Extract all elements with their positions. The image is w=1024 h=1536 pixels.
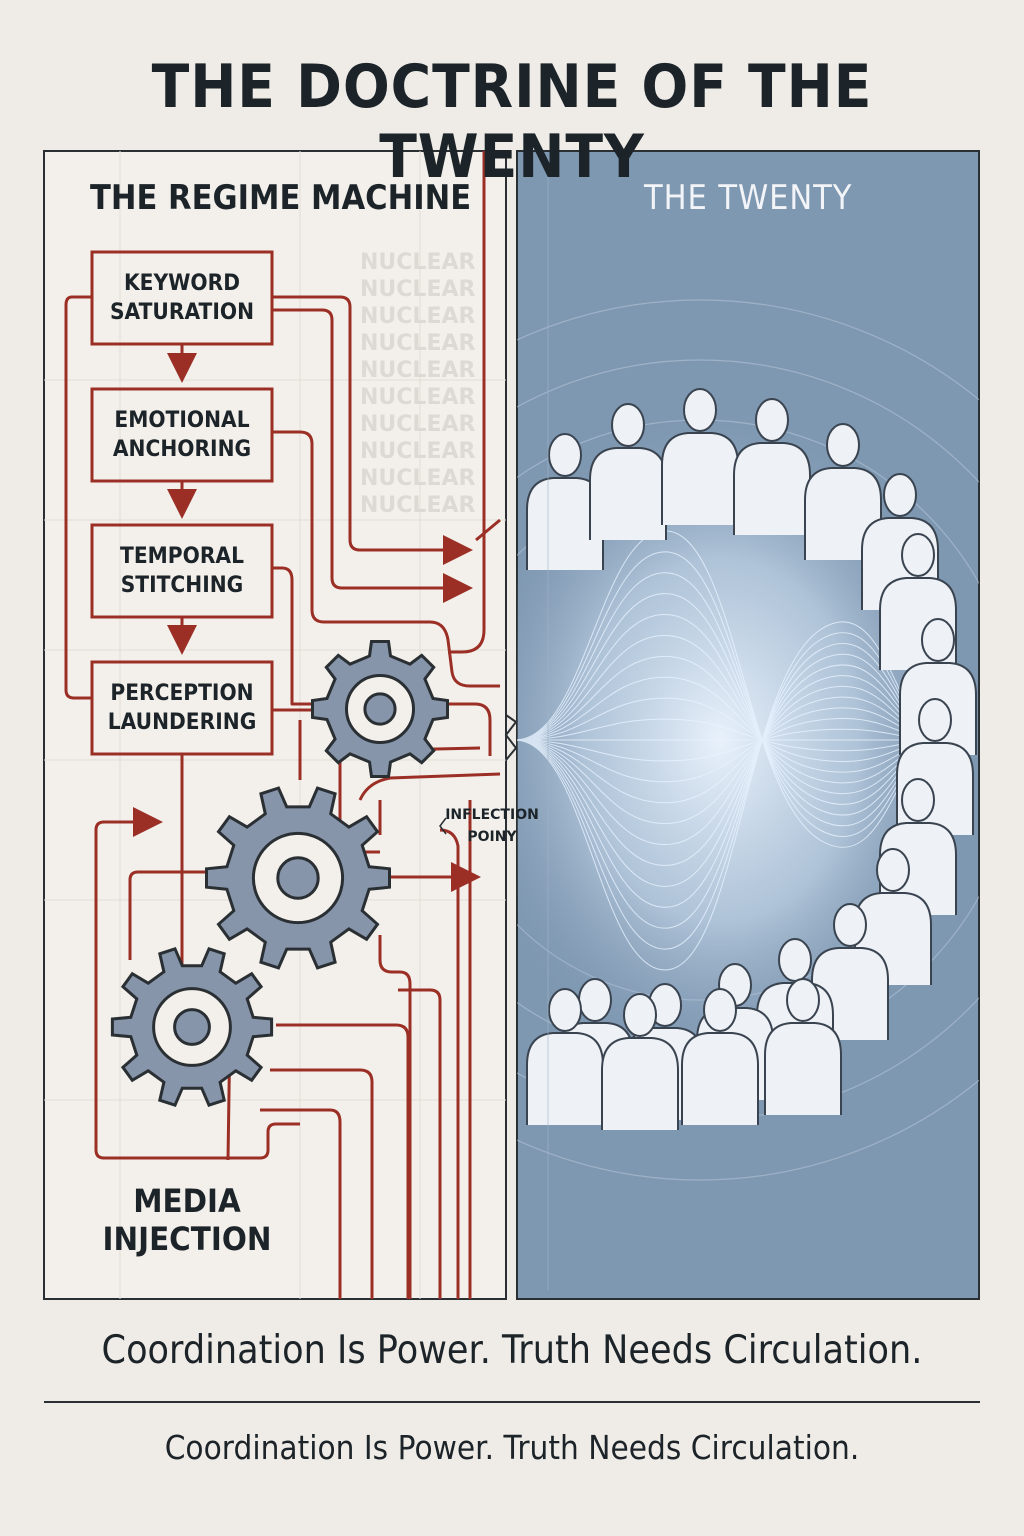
node-boxes <box>90 250 274 756</box>
media-injection-label: MEDIA INJECTION <box>102 1182 272 1258</box>
signal-waves <box>517 530 961 971</box>
person-figure-icon <box>804 423 882 560</box>
person-figure-icon <box>661 388 739 525</box>
page-title: THE DOCTRINE OF THE TWENTY <box>151 52 873 192</box>
background-word: NUCLEAR <box>360 412 476 437</box>
right-panel-art <box>517 299 979 1181</box>
person-figure-icon <box>589 403 667 540</box>
the-twenty-heading: THE TWENTY <box>644 178 853 218</box>
inflection-notch <box>504 714 518 761</box>
slogan-secondary: Coordination Is Power. Truth Needs Circu… <box>164 1428 860 1467</box>
gear-large-icon <box>205 786 391 970</box>
node-box-temporal <box>90 523 274 619</box>
node-box-keyword <box>90 250 274 346</box>
slogan-primary: Coordination Is Power. Truth Needs Circu… <box>101 1328 923 1373</box>
background-word: NUCLEAR <box>360 277 476 302</box>
person-figure-icon <box>601 993 679 1130</box>
background-word: NUCLEAR <box>360 466 476 491</box>
node-box-perception <box>90 660 274 756</box>
person-figure-icon <box>733 398 811 535</box>
person-figure-icon <box>526 988 604 1125</box>
person-figure-icon <box>681 988 759 1125</box>
inflection-point-label: INFLECTION POINY <box>445 807 539 845</box>
person-figure-icon <box>764 978 842 1115</box>
gear-medium-icon <box>110 946 274 1108</box>
background-word: NUCLEAR <box>360 331 476 356</box>
the-twenty-figures <box>526 388 977 1130</box>
background-word: NUCLEAR <box>360 358 476 383</box>
gears <box>110 640 449 1108</box>
background-word: NUCLEAR <box>360 493 476 518</box>
divider <box>44 1401 980 1403</box>
wiring <box>64 151 501 1299</box>
background-word: NUCLEAR <box>360 439 476 464</box>
node-perception-laundering: PERCEPTION LAUNDERING <box>107 681 257 735</box>
node-box-emotional <box>90 387 274 483</box>
gear-small-icon <box>311 640 449 778</box>
node-emotional-anchoring: EMOTIONAL ANCHORING <box>112 408 252 462</box>
node-temporal-stitching: TEMPORAL STITCHING <box>120 544 244 598</box>
background-word: NUCLEAR <box>360 385 476 410</box>
background-word: NUCLEAR <box>360 250 476 275</box>
node-keyword-saturation: KEYWORD SATURATION <box>109 271 255 325</box>
regime-machine-heading: THE REGIME MACHINE <box>90 178 472 218</box>
background-word: NUCLEAR <box>360 304 476 329</box>
